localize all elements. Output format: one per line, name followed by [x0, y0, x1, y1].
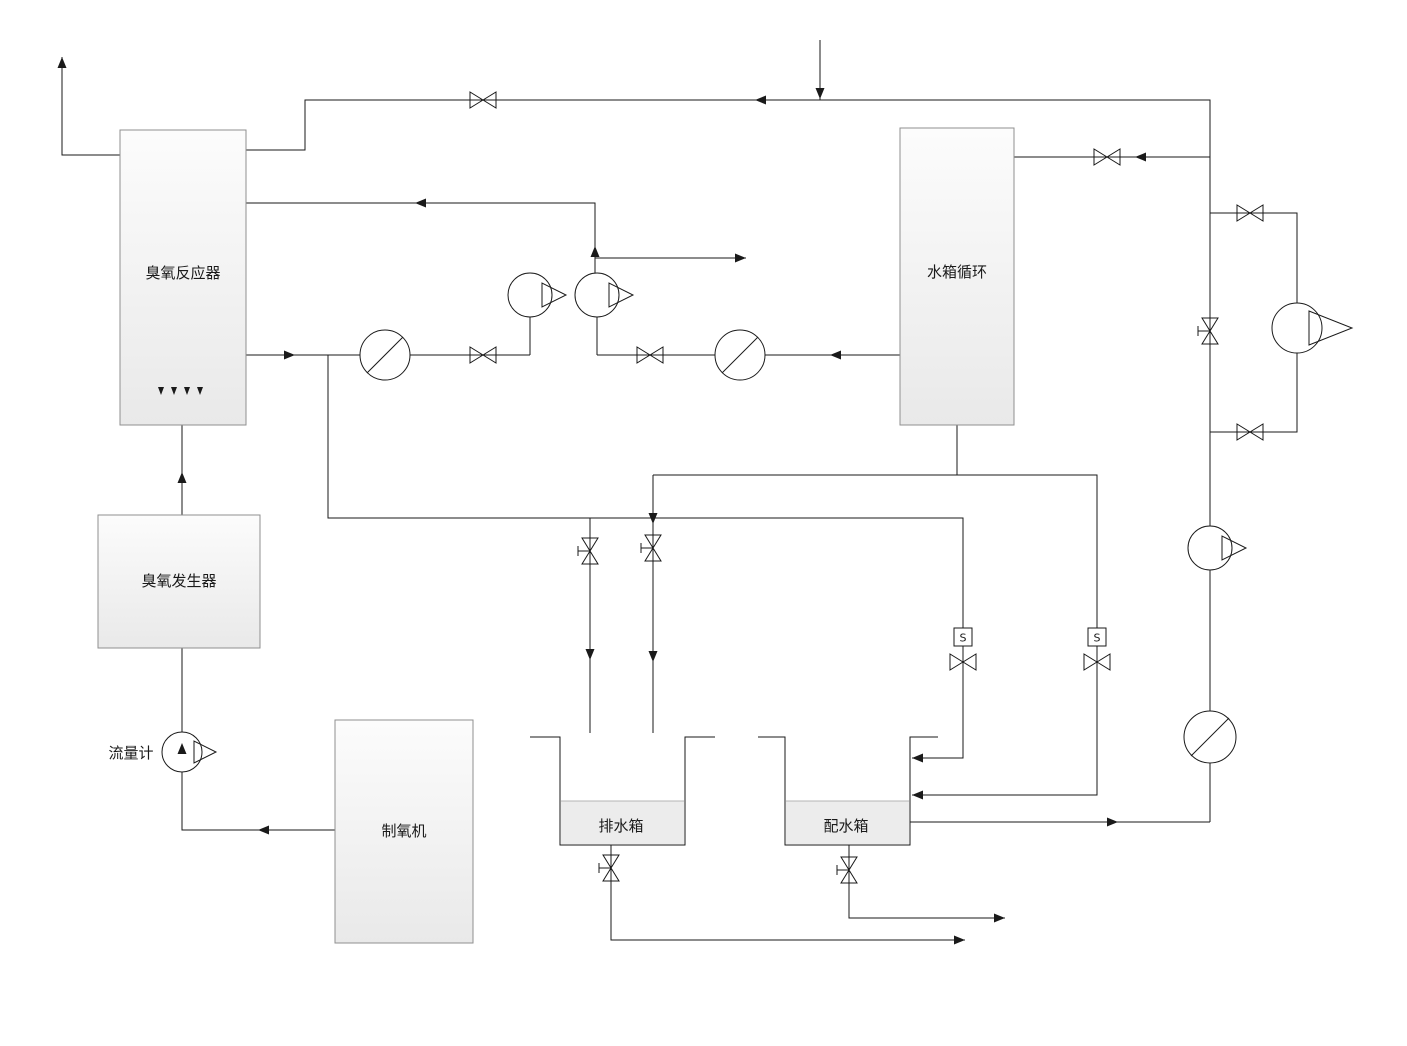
ozone-generator: 臭氧发生器 [97, 514, 261, 649]
oxygen-machine-box [334, 719, 474, 944]
water-tank-cycle-box [899, 127, 1015, 426]
distribution-tank: 配水箱 [758, 736, 938, 846]
right-main-valve-icon [1197, 317, 1219, 345]
drain-inlet-valve-2-icon [640, 534, 662, 562]
flow-arrow [1135, 152, 1146, 162]
drain-tank-outlet-valve-icon [598, 854, 620, 882]
oxygen-machine-label: 制氧机 [381, 822, 426, 840]
pump-2-icon [574, 272, 635, 318]
flow-meter: 流量计 [108, 731, 218, 773]
flow-arrow [1107, 817, 1118, 827]
flow-arrow [57, 57, 67, 68]
water-tank-cycle-label: 水箱循环 [927, 263, 987, 281]
flow-arrows [57, 57, 1146, 945]
distribution-tank-outlet-valve-icon [836, 856, 858, 884]
ozone-generator-box [97, 514, 261, 649]
flow-arrow [954, 935, 965, 945]
flow-arrow [585, 649, 595, 660]
flow-arrow [590, 246, 600, 257]
flow-arrow [735, 253, 746, 263]
flow-meter-triangle [193, 740, 218, 764]
solenoid-label: S [960, 632, 967, 645]
diffuser-arrow [184, 387, 190, 395]
solenoid-label: S [1094, 632, 1101, 645]
bypass-pump-icon [1271, 302, 1354, 354]
flow-arrow [258, 825, 269, 835]
ozone-reactor: 臭氧反应器 [119, 129, 247, 426]
oxygen-machine: 制氧机 [334, 719, 474, 944]
flow-arrow [912, 790, 923, 800]
flow-arrow [994, 913, 1005, 923]
ozone-reactor-label: 臭氧反应器 [145, 264, 220, 282]
valve-midline-icon [636, 346, 664, 364]
diffuser-arrow [171, 387, 177, 395]
drain-tank-label: 排水箱 [598, 817, 643, 835]
valve-top-line-icon [469, 91, 497, 109]
solenoid-valve-1-icon [949, 646, 977, 671]
drain-tank-water [561, 801, 684, 844]
bypass-valve-lower-icon [1236, 423, 1264, 441]
diffuser-arrow [158, 387, 164, 395]
flow-arrow [648, 651, 658, 662]
flow-meter-label: 流量计 [108, 744, 153, 762]
valve-tank-inlet-icon [1093, 148, 1121, 166]
flow-arrow [284, 350, 295, 360]
pump-1-icon [507, 272, 568, 318]
ozone-generator-label: 臭氧发生器 [141, 572, 216, 590]
drain-tank: 排水箱 [530, 736, 715, 846]
flow-arrow [177, 472, 187, 483]
diffuser-arrow [197, 387, 203, 395]
solenoid-valve-2: S [1083, 627, 1111, 671]
water-tank-cycle: 水箱循环 [899, 127, 1015, 426]
flow-arrow [830, 350, 841, 360]
diffuser-icon [158, 387, 203, 395]
right-line-pump-icon [1187, 525, 1248, 571]
flow-arrow [177, 743, 187, 754]
solenoid-valve-1: S [949, 627, 977, 671]
circle-slash-icon-1 [359, 329, 411, 381]
flow-arrow [815, 88, 825, 99]
distribution-tank-outline [758, 736, 938, 846]
circle-slash-icon-2 [714, 329, 766, 381]
flow-arrow [648, 513, 658, 524]
valve-reactor-outlet-icon [469, 346, 497, 364]
circle-slash-icon-3 [1183, 710, 1237, 764]
distribution-tank-label: 配水箱 [823, 817, 868, 835]
drain-inlet-valve-1-icon [577, 537, 599, 565]
bypass-valve-upper-icon [1236, 204, 1264, 222]
flow-arrow [912, 753, 923, 763]
flow-arrow [415, 198, 426, 208]
drain-tank-outline [530, 736, 715, 846]
distribution-tank-water [786, 801, 909, 844]
ozone-reactor-box [119, 129, 247, 426]
flow-arrow [755, 95, 766, 105]
solenoid-valve-2-icon [1083, 646, 1111, 671]
